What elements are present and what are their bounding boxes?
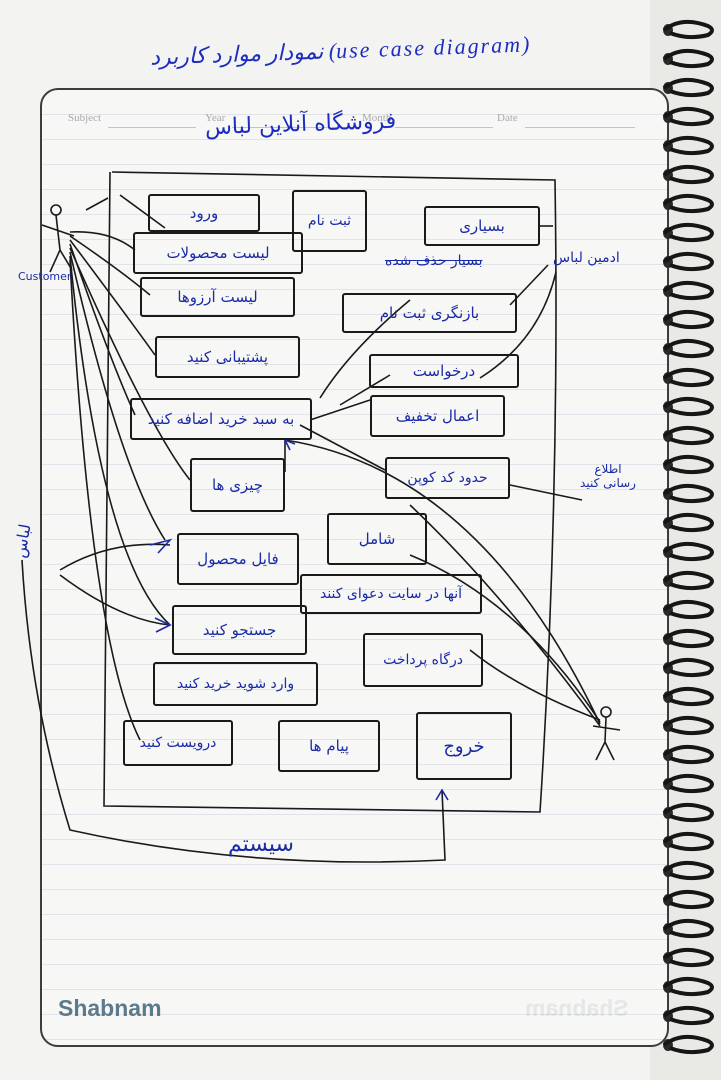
binding-ring <box>662 802 714 823</box>
use-case-product-file: فایل محصول <box>177 533 299 585</box>
binding-ring <box>662 715 714 736</box>
binding-ring <box>662 541 714 562</box>
binding-ring <box>662 280 714 301</box>
binding-ring <box>662 1034 714 1055</box>
binding-ring <box>662 106 714 127</box>
binding-ring <box>662 947 714 968</box>
binding-ring <box>662 918 714 939</box>
use-case-items: چیزی ها <box>190 458 285 512</box>
binding-ring <box>662 628 714 649</box>
binding-ring <box>662 251 714 272</box>
use-case-include: شامل <box>327 513 427 565</box>
header-year: Year <box>205 112 226 124</box>
header-rule <box>395 127 493 128</box>
use-case-register: ثبت نام <box>292 190 367 252</box>
use-case-logout: خروج <box>416 712 512 780</box>
actor-label-notify: اطلاع رسانی کنید <box>580 462 636 490</box>
binding-ring <box>662 686 714 707</box>
admin-actor-head <box>600 706 612 718</box>
arrowhead <box>283 438 296 451</box>
ruled-sheet <box>40 88 669 1047</box>
use-case-support: پشتیبانی کنید <box>155 336 300 378</box>
binding-ring <box>662 483 714 504</box>
customer-actor-body <box>41 214 75 273</box>
use-case-product-list: لیست محصولات <box>133 232 303 274</box>
binding-ring <box>662 512 714 533</box>
use-case-payment-gateway: درگاه پرداخت <box>363 633 483 687</box>
customer-actor-head <box>50 204 62 216</box>
binding-ring <box>662 773 714 794</box>
header-subject: Subject <box>68 112 101 124</box>
binding-ring <box>662 454 714 475</box>
admin-actor-body <box>592 716 621 761</box>
arrowhead <box>154 617 172 633</box>
binding-ring <box>662 657 714 678</box>
use-case-apply-discount: اعمال تخفیف <box>370 395 505 437</box>
binding-ring <box>662 338 714 359</box>
binding-ring <box>662 425 714 446</box>
binding-ring <box>662 309 714 330</box>
header-rule <box>232 127 357 128</box>
use-case-add-to-cart: به سبد خرید اضافه کنید <box>130 398 312 440</box>
use-case-wishlist: لیست آرزوها <box>140 277 295 317</box>
system-footer-label: سیستم <box>228 832 294 857</box>
binding-ring <box>662 744 714 765</box>
binding-ring <box>662 48 714 69</box>
actor-label-admin: ادمین لباس <box>553 250 620 266</box>
binding-ring <box>662 396 714 417</box>
binding-ring <box>662 222 714 243</box>
arrowhead <box>149 538 173 554</box>
use-case-review-register: بازنگری ثبت نام <box>342 293 517 333</box>
binding-ring <box>662 367 714 388</box>
use-case-messages: پیام ها <box>278 720 380 772</box>
binding-ring <box>662 860 714 881</box>
use-case-site-dispute: آنها در سایت دعوای کنند <box>300 574 482 614</box>
binding-ring <box>662 599 714 620</box>
header-date: Date <box>497 112 518 124</box>
spiral-binding <box>662 19 714 1055</box>
header-rule <box>108 127 196 128</box>
use-case-many: بسیاری <box>424 206 540 246</box>
use-case-login: ورود <box>148 194 260 232</box>
header-rule <box>525 127 635 128</box>
struck-text: بسیار حذف شده <box>385 253 483 269</box>
use-case-checkout: درویست کنید <box>123 720 233 766</box>
use-case-login-to-buy: وارد شوید خرید کنید <box>153 662 318 706</box>
use-case-request: درخواست <box>369 354 519 388</box>
diagram-lines <box>21 171 621 863</box>
use-case-coupon-code: حدود کد کوپن <box>385 457 510 499</box>
binding-ring <box>662 77 714 98</box>
header-month: Month <box>362 112 392 124</box>
binding-ring <box>662 135 714 156</box>
use-case-search: جستجو کنید <box>172 605 307 655</box>
brand-watermark: Shabnam <box>525 995 629 1021</box>
binding-ring <box>662 831 714 852</box>
binding-ring <box>662 1005 714 1026</box>
binding-ring <box>662 164 714 185</box>
actor-label-customer: Customer <box>18 270 72 283</box>
binding-ring <box>662 19 714 40</box>
binding-ring <box>662 976 714 997</box>
system-boundary <box>103 171 557 813</box>
binding-ring <box>662 570 714 591</box>
arrowhead <box>435 788 449 801</box>
brand-logo: Shabnam <box>58 995 162 1021</box>
binding-ring <box>662 889 714 910</box>
binding-ring <box>662 193 714 214</box>
